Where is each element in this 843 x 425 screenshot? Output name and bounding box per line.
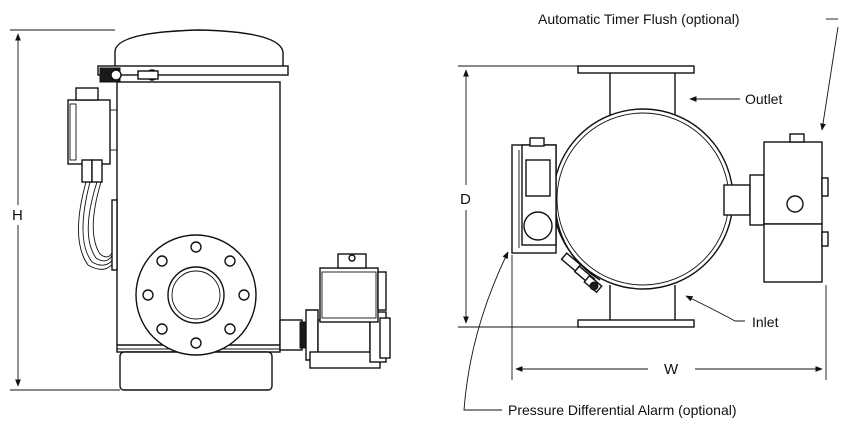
width-label: W <box>664 361 679 378</box>
timer-flush-label: Automatic Timer Flush (optional) <box>538 11 740 27</box>
alarm-label: Pressure Differential Alarm (optional) <box>508 402 737 418</box>
top-view <box>511 65 829 328</box>
inlet-label: Inlet <box>752 314 779 330</box>
outlet-label: Outlet <box>745 91 782 107</box>
width-dimension <box>511 255 827 380</box>
callout-leaders <box>463 18 839 411</box>
depth-dimension <box>458 65 578 328</box>
depth-label: D <box>460 191 471 208</box>
height-label: H <box>12 207 23 224</box>
height-dimension <box>10 29 120 391</box>
side-view <box>67 29 391 391</box>
